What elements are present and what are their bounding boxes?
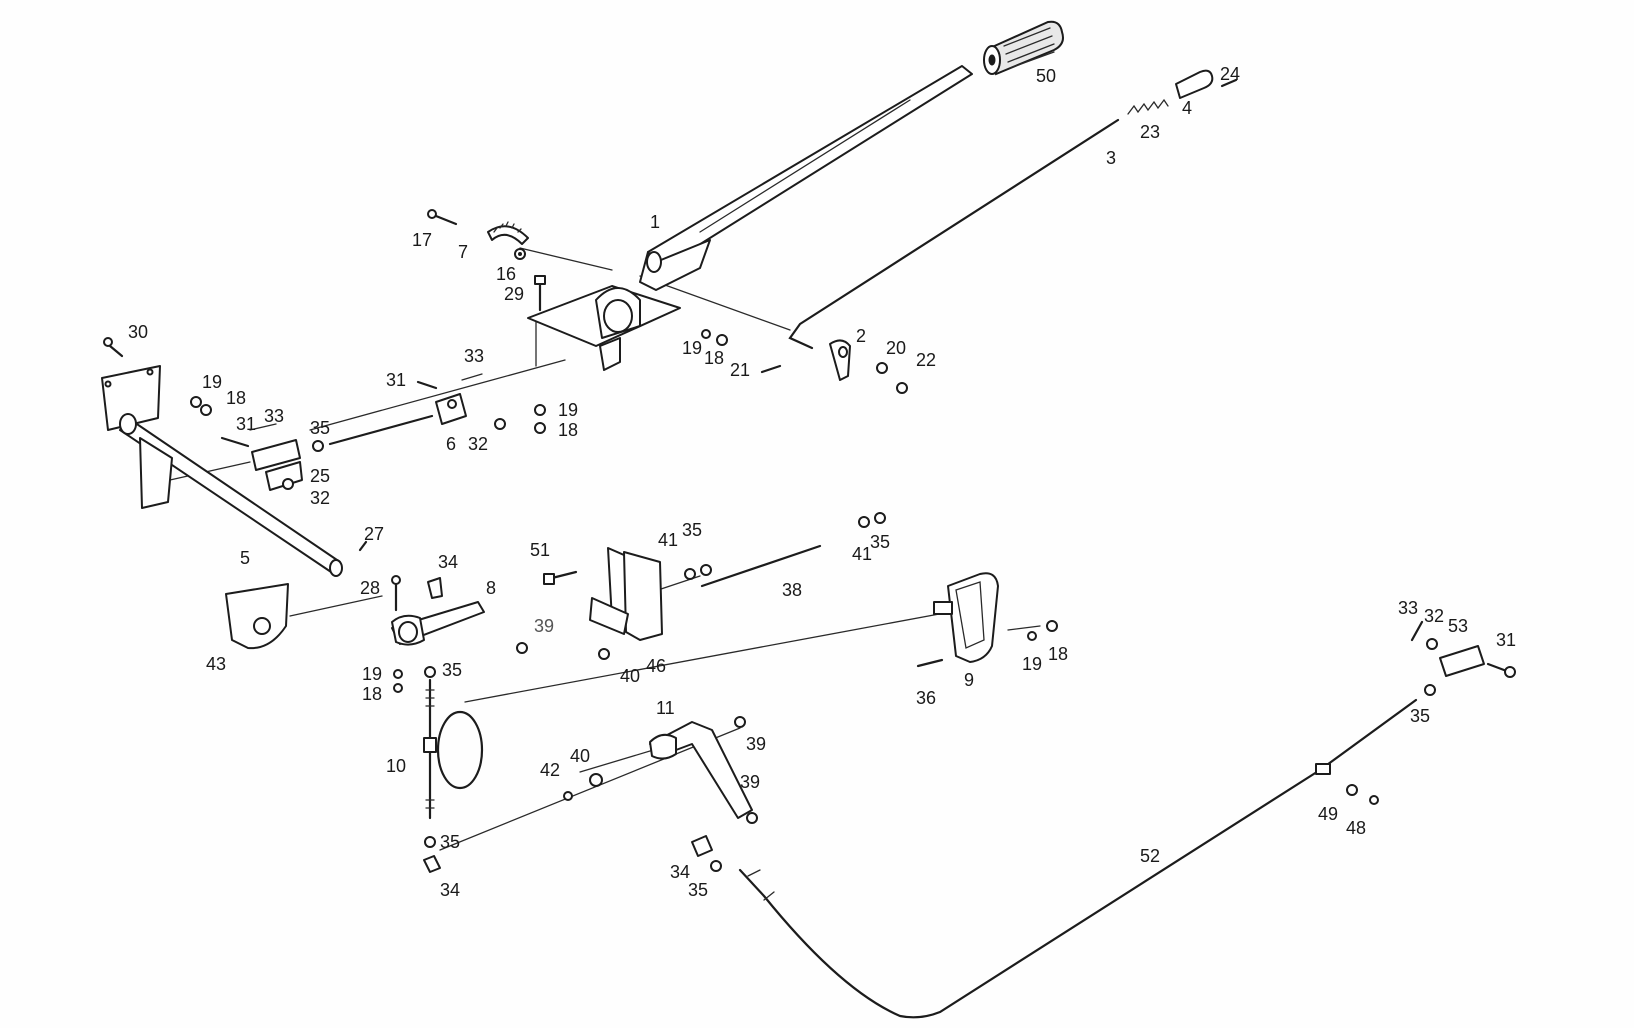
label-35-f: 35 xyxy=(1410,706,1430,726)
label-32-a: 32 xyxy=(468,434,488,454)
label-39-a: 39 xyxy=(534,616,554,636)
lever-arm-8 xyxy=(391,575,528,693)
lever-base-bracket xyxy=(527,275,681,371)
label-6: 6 xyxy=(446,434,456,454)
label-34-b: 34 xyxy=(440,880,460,900)
label-9: 9 xyxy=(964,670,974,690)
label-30: 30 xyxy=(128,322,148,342)
label-28: 28 xyxy=(360,578,380,598)
label-27: 27 xyxy=(364,524,384,544)
label-41-b: 41 xyxy=(852,544,872,564)
label-31-b: 31 xyxy=(236,414,256,434)
bracket-plate xyxy=(225,583,289,650)
label-36: 36 xyxy=(916,688,936,708)
label-35-b: 35 xyxy=(442,660,462,680)
label-42: 42 xyxy=(540,760,560,780)
label-4: 4 xyxy=(1182,98,1192,118)
label-5: 5 xyxy=(240,548,250,568)
pedal-bracket-9 xyxy=(916,572,1058,668)
label-51: 51 xyxy=(530,540,550,560)
label-49: 49 xyxy=(1318,804,1338,824)
label-11: 11 xyxy=(656,698,675,718)
label-23: 23 xyxy=(1140,122,1160,142)
label-18-a: 18 xyxy=(226,388,246,408)
label-52: 52 xyxy=(1140,846,1160,866)
label-21: 21 xyxy=(730,360,750,380)
label-19-e: 19 xyxy=(1022,654,1042,674)
adjuster-block xyxy=(416,373,546,434)
label-33-a: 33 xyxy=(464,346,484,366)
label-34-a: 34 xyxy=(438,552,458,572)
label-32-c: 32 xyxy=(1424,606,1444,626)
clevis-block-25 xyxy=(220,414,434,491)
label-38: 38 xyxy=(782,580,802,600)
label-48: 48 xyxy=(1346,818,1366,838)
lever-grip xyxy=(983,20,1064,76)
label-18-e: 18 xyxy=(1048,644,1068,664)
rod-clevis xyxy=(701,329,908,394)
lever-11 xyxy=(563,716,758,872)
label-33-b: 33 xyxy=(264,406,284,426)
label-50: 50 xyxy=(1036,66,1056,86)
label-35-d: 35 xyxy=(682,520,702,540)
label-3: 3 xyxy=(1106,148,1116,168)
label-19-a: 19 xyxy=(202,372,222,392)
label-19-b: 19 xyxy=(682,338,702,358)
label-19-d: 19 xyxy=(362,664,382,684)
hand-lever xyxy=(639,65,973,291)
cable-52 xyxy=(738,684,1436,1019)
label-18-c: 18 xyxy=(558,420,578,440)
label-20: 20 xyxy=(886,338,906,358)
label-2: 2 xyxy=(856,326,866,346)
label-16: 16 xyxy=(496,264,516,284)
label-31-c: 31 xyxy=(1496,630,1516,650)
label-22: 22 xyxy=(916,350,936,370)
clevis-53 xyxy=(1410,620,1516,678)
label-8: 8 xyxy=(486,578,496,598)
label-34-c: 34 xyxy=(670,862,690,882)
label-41-a: 41 xyxy=(658,530,678,550)
release-rod xyxy=(788,69,1238,350)
mounting-bracket-46 xyxy=(543,512,886,660)
label-18-d: 18 xyxy=(362,684,382,704)
label-43: 43 xyxy=(206,654,226,674)
label-39-c: 39 xyxy=(740,772,760,792)
label-35-e: 35 xyxy=(870,532,890,552)
label-10: 10 xyxy=(386,756,406,776)
label-35-c: 35 xyxy=(440,832,460,852)
label-40-b: 40 xyxy=(570,746,590,766)
label-35-g: 35 xyxy=(688,880,708,900)
label-7: 7 xyxy=(458,242,468,262)
part-labels: 1 2 3 4 5 6 7 8 9 10 11 16 17 18 18 18 1… xyxy=(128,64,1516,900)
ratchet-segment xyxy=(427,209,529,260)
cross-shaft xyxy=(101,337,368,577)
label-46: 46 xyxy=(646,656,666,676)
label-17: 17 xyxy=(412,230,432,250)
label-35-a: 35 xyxy=(310,418,330,438)
label-40-a: 40 xyxy=(620,666,640,686)
label-24: 24 xyxy=(1220,64,1240,84)
cable-10 xyxy=(423,678,484,873)
label-19-c: 19 xyxy=(558,400,578,420)
label-53: 53 xyxy=(1448,616,1468,636)
label-31-a: 31 xyxy=(386,370,406,390)
label-32-b: 32 xyxy=(310,488,330,508)
label-33-c: 33 xyxy=(1398,598,1418,618)
label-25: 25 xyxy=(310,466,330,486)
label-1: 1 xyxy=(650,212,660,232)
label-39-b: 39 xyxy=(746,734,766,754)
label-29: 29 xyxy=(504,284,524,304)
label-18-b: 18 xyxy=(704,348,724,368)
